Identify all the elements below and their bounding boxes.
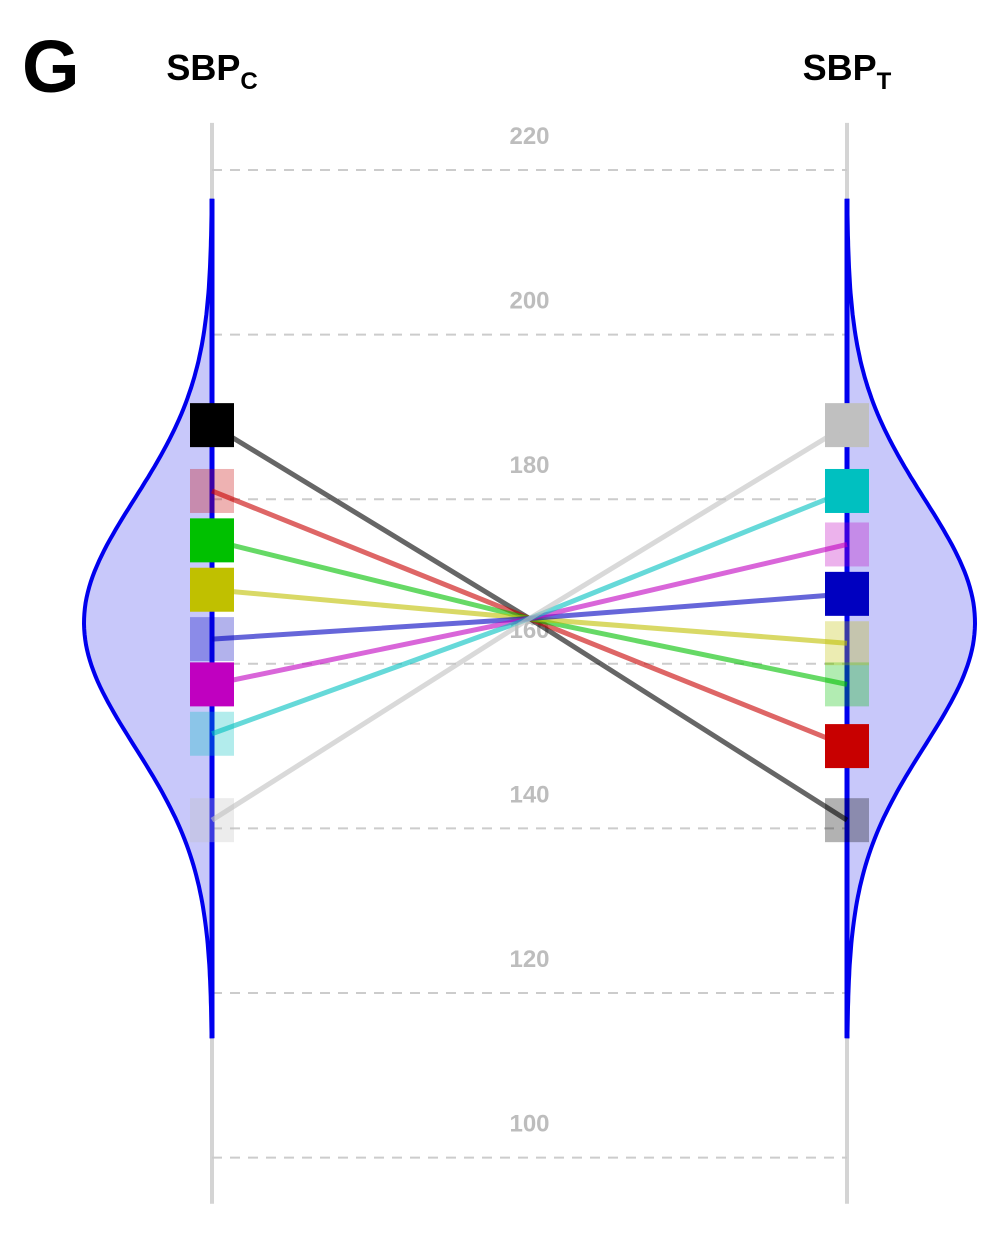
tick-label-140: 140: [509, 781, 549, 808]
tick-label-200: 200: [509, 288, 549, 315]
left-axis-title: SBPC: [166, 47, 257, 95]
left-density-curve: [81, 198, 214, 1039]
panel-label: G: [22, 25, 80, 108]
tick-label-220: 220: [509, 123, 549, 150]
connector-line-8: [210, 422, 849, 823]
tick-label-100: 100: [509, 1111, 549, 1138]
tick-label-180: 180: [509, 452, 549, 479]
right-density-fill: [847, 198, 975, 1039]
right-marker-7: [825, 468, 869, 513]
right-axis-title: SBPT: [803, 47, 892, 95]
right-density-curve: [845, 198, 978, 1039]
left-density-fill: [84, 198, 212, 1039]
tick-label-120: 120: [509, 946, 549, 973]
left-marker-2: [190, 468, 234, 513]
